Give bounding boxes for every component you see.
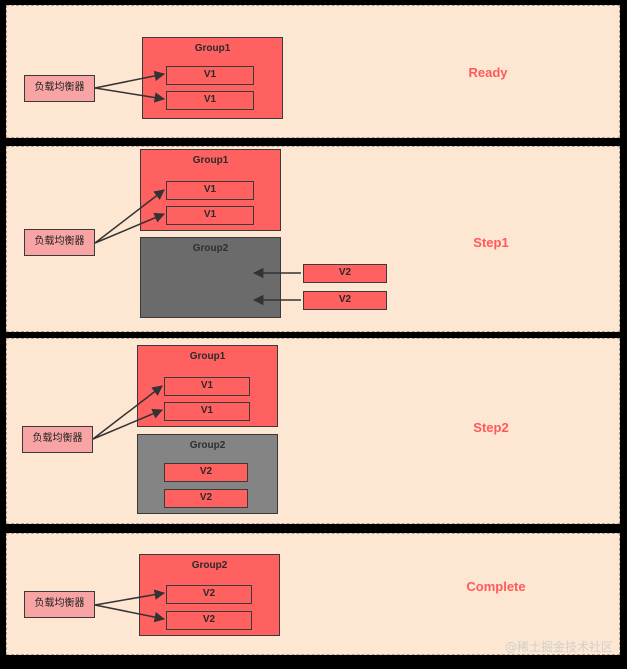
v2-instance: V2: [303, 291, 387, 310]
v1-instance: V1: [164, 377, 250, 396]
panel-step1: 负载均衡器 Group1 V1 V1 Group2 V2 V2 Step1: [6, 146, 620, 332]
panel-ready: 负载均衡器 Group1 V1 V1 Ready: [6, 5, 620, 138]
group2-box: Group2 V2 V2: [137, 434, 278, 514]
load-balancer: 负载均衡器: [24, 229, 95, 256]
group2-title: Group2: [191, 560, 228, 571]
load-balancer: 负载均衡器: [24, 591, 95, 618]
group1-box: Group1 V1 V1: [137, 345, 278, 427]
group1-title: Group1: [189, 351, 226, 362]
watermark: @稀土掘金技术社区: [504, 640, 613, 654]
group1-box: Group1 V1 V1: [140, 149, 281, 231]
v2-instance: V2: [303, 264, 387, 283]
panel-step2: 负载均衡器 Group1 V1 V1 Group2 V2 V2 Step2: [6, 338, 620, 524]
v1-instance: V1: [166, 206, 254, 225]
group2-box: Group2 V2 V2: [139, 554, 280, 636]
v2-instance: V2: [166, 611, 252, 630]
group2-title: Group2: [192, 243, 229, 254]
traffic-arrows: [92, 385, 163, 440]
v2-instance: V2: [164, 489, 248, 508]
group2-title: Group2: [189, 440, 226, 451]
load-balancer: 负载均衡器: [22, 426, 93, 453]
stage-label-complete: Complete: [466, 579, 526, 594]
load-balancer: 负载均衡器: [24, 75, 95, 102]
group1-box: Group1 V1 V1: [142, 37, 283, 119]
stage-label-step1: Step1: [473, 235, 509, 250]
group2-box: Group2: [140, 237, 281, 318]
traffic-arrows: [94, 70, 166, 103]
v2-instance: V2: [164, 463, 248, 482]
v1-instance: V1: [166, 66, 254, 85]
group1-title: Group1: [192, 155, 229, 166]
panel-complete: 负载均衡器 Group2 V2 V2 Complete: [6, 533, 620, 655]
v1-instance: V1: [166, 181, 254, 200]
group1-title: Group1: [194, 43, 231, 54]
v1-instance: V1: [166, 91, 254, 110]
v2-instance: V2: [166, 585, 252, 604]
v1-instance: V1: [164, 402, 250, 421]
stage-label-ready: Ready: [468, 65, 508, 80]
stage-label-step2: Step2: [473, 420, 509, 435]
